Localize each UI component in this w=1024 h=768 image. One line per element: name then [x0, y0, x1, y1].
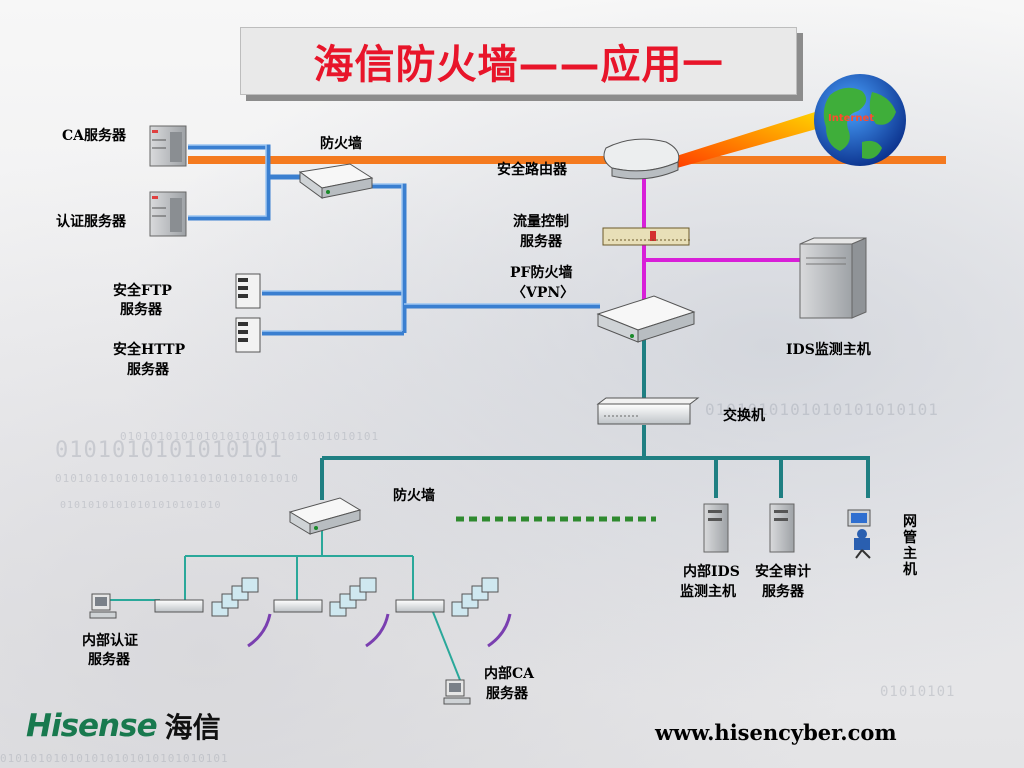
- logo-english: Hisense: [26, 708, 158, 744]
- label-firewall-bottom: 防火墙: [393, 488, 435, 504]
- binary-watermark: 0101010101010101010101010101010101: [120, 430, 380, 443]
- binary-watermark: 01010101010101010101010: [60, 500, 222, 511]
- label-internal-ca-2: 服务器: [486, 686, 528, 702]
- teal-links: [320, 335, 870, 500]
- pc-cluster-icon: [451, 577, 512, 648]
- ids-host-icon: [799, 237, 867, 319]
- internal-ids-host-icon: [703, 503, 729, 553]
- hisense-logo: Hisense 海信: [26, 706, 221, 746]
- label-http-1: 安全HTTP: [113, 342, 186, 358]
- label-pf-firewall-1: PF防火墙: [510, 265, 573, 281]
- website-url: www.hisencyber.com: [655, 720, 897, 745]
- internal-auth-server-icon: [89, 593, 117, 619]
- traffic-control-device-icon: [602, 227, 690, 246]
- blue-links: [188, 144, 600, 336]
- label-firewall-top: 防火墙: [320, 136, 362, 152]
- firewall-bottom-icon: [288, 497, 362, 535]
- internet-beam: [670, 112, 820, 168]
- globe-label: Internet: [828, 113, 874, 124]
- label-netmgmt: 网管主机: [903, 514, 917, 578]
- label-secure-router: 安全路由器: [497, 162, 567, 178]
- label-internal-auth-1: 内部认证: [82, 633, 138, 649]
- label-switch: 交换机: [723, 408, 765, 424]
- label-http-2: 服务器: [127, 362, 169, 378]
- label-audit-1: 安全审计: [755, 564, 811, 580]
- binary-watermark: 010101010101010101010101010101: [0, 752, 229, 765]
- blue-link-highlights: [188, 144, 600, 332]
- internal-ca-server-icon: [443, 679, 471, 705]
- pf-firewall-icon: [596, 295, 696, 343]
- audit-server-icon: [769, 503, 795, 553]
- netmgmt-workstation-icon: [847, 509, 871, 559]
- label-traffic-control-2: 服务器: [520, 234, 562, 250]
- title-banner: 海信防火墙——应用一: [240, 27, 797, 95]
- http-server-icon: [235, 317, 261, 353]
- internal-hub-icon: [395, 599, 445, 613]
- label-internal-ca-1: 内部CA: [484, 666, 535, 682]
- label-internal-ids-1: 内部IDS: [683, 564, 740, 580]
- label-internal-ids-2: 监测主机: [680, 584, 736, 600]
- binary-watermark: 01010101010101011010101010101010: [55, 472, 299, 485]
- label-traffic-control-1: 流量控制: [513, 214, 569, 230]
- pc-cluster-icon: [211, 577, 272, 648]
- label-ids-host: IDS监测主机: [786, 342, 871, 358]
- logo-chinese: 海信: [164, 711, 221, 744]
- pc-cluster-icon: [329, 577, 390, 648]
- secure-router-icon: [603, 138, 680, 180]
- switch-icon: [596, 397, 700, 425]
- page-title: 海信防火墙——应用一: [313, 42, 724, 88]
- label-audit-2: 服务器: [762, 584, 804, 600]
- label-ftp-2: 服务器: [120, 302, 162, 318]
- auth-server-icon: [149, 191, 187, 237]
- internal-hub-icon: [273, 599, 323, 613]
- label-ca-server: CA服务器: [62, 128, 127, 144]
- ca-server-icon: [149, 125, 187, 167]
- internal-lan: [110, 528, 461, 681]
- binary-watermark: 0101010101010101010101: [705, 400, 939, 419]
- binary-watermark: 0101010101010101: [55, 438, 283, 463]
- label-internal-auth-2: 服务器: [88, 652, 130, 668]
- label-pf-firewall-2: 〈VPN〉: [512, 285, 575, 301]
- binary-watermark: 01010101: [880, 684, 956, 700]
- label-ftp-1: 安全FTP: [113, 283, 172, 299]
- label-auth-server: 认证服务器: [56, 214, 126, 230]
- firewall-top-icon: [298, 163, 374, 199]
- ftp-server-icon: [235, 273, 261, 309]
- internal-hub-icon: [154, 599, 204, 613]
- internet-globe-icon: Internet: [814, 74, 906, 166]
